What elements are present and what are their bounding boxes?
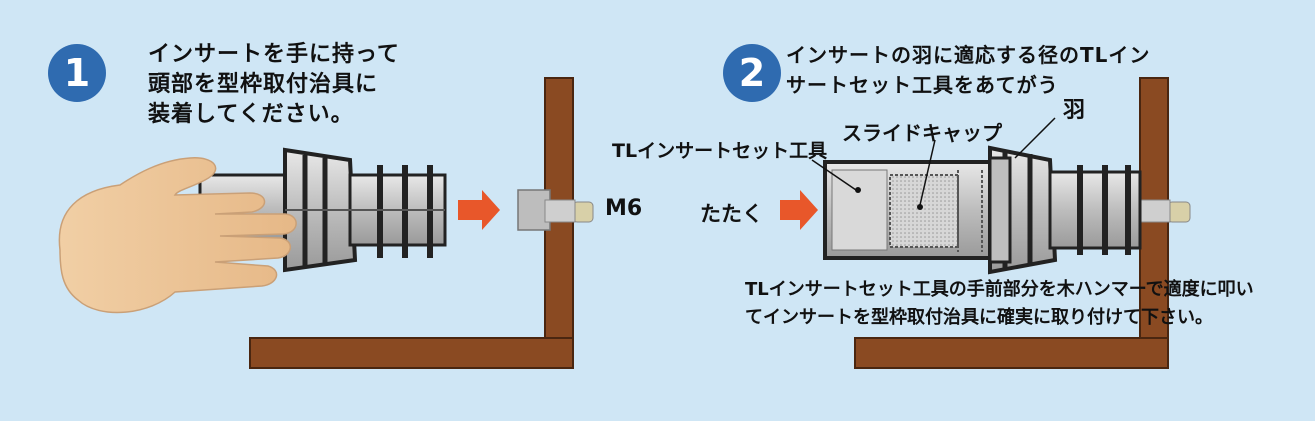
- step-1-number: 1: [63, 51, 91, 95]
- bolt-m6-left: [517, 189, 594, 231]
- step-1-line-2: 頭部を型枠取付治具に: [148, 72, 379, 97]
- insert-right: [988, 145, 1142, 275]
- step-1-line-1: インサートを手に持って: [148, 42, 400, 67]
- step-1-instructions: インサートを手に持って 頭部を型枠取付治具に 装着してください。: [148, 40, 400, 130]
- step-2-line-1: インサートの羽に適応する径のTLイン: [786, 43, 1151, 67]
- tool-label: TLインサートセット工具: [612, 140, 828, 162]
- arrow-right-tap: [780, 190, 818, 230]
- step-2-instructions: インサートの羽に適応する径のTLイン サートセット工具をあてがう: [786, 40, 1150, 100]
- leader-lines: [811, 117, 1056, 206]
- slide-cap-label: スライドキャップ: [842, 121, 1002, 145]
- form-frame-right: [854, 77, 1169, 369]
- step-1-badge: 1: [48, 44, 106, 102]
- step-2-line-2: サートセット工具をあてがう: [786, 73, 1059, 97]
- bolt-label: M6: [605, 196, 643, 221]
- tap-label: たたく: [700, 202, 763, 226]
- arrow-right-left: [458, 190, 500, 230]
- form-frame-left: [249, 77, 574, 369]
- step-2-note-line-1: TLインサートセット工具の手前部分を木ハンマーで適度に叩い: [745, 279, 1254, 300]
- tl-insert-set-tool: [823, 156, 1012, 264]
- wing-label: 羽: [1063, 98, 1086, 123]
- step-2-number: 2: [738, 51, 766, 95]
- step-2-badge: 2: [723, 44, 781, 102]
- hand: [58, 157, 297, 314]
- bolt-right: [1139, 199, 1191, 223]
- step-2-note: TLインサートセット工具の手前部分を木ハンマーで適度に叩い てインサートを型枠取…: [745, 276, 1254, 332]
- step-1-line-3: 装着してください。: [148, 102, 354, 127]
- step-2-note-line-2: てインサートを型枠取付治具に確実に取り付けて下さい。: [745, 307, 1213, 328]
- insert-left: [198, 147, 447, 273]
